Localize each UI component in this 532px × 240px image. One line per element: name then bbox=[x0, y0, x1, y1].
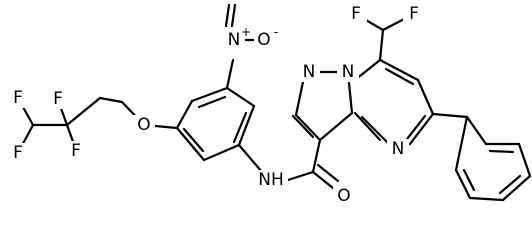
bond-phenyl bbox=[468, 196, 505, 202]
bond-C-O-amide-double bbox=[316, 163, 340, 183]
bond-phenyl-inner bbox=[498, 174, 522, 195]
bridgehead-nitrogen-atom-label: N bbox=[342, 62, 355, 82]
bond-N-O-double bbox=[224, 3, 231, 28]
bond-pyrazole bbox=[318, 111, 354, 142]
bond-C-C bbox=[98, 96, 124, 104]
bond-phenyl bbox=[517, 142, 532, 178]
bond-pyrimidine-inner bbox=[353, 111, 382, 142]
bond-C-N-nitro bbox=[225, 58, 235, 90]
bond-pyrazole bbox=[294, 113, 322, 142]
bond-ring-inner bbox=[232, 111, 248, 144]
bond-pyrazole bbox=[294, 80, 305, 117]
bond-NH-C bbox=[286, 170, 315, 182]
bond-ring bbox=[175, 126, 206, 162]
atom-labels: F F F F O N + O - NH O N N N F F bbox=[7, 4, 425, 206]
bond-pyrimidine bbox=[353, 58, 382, 82]
bond-ring-inner bbox=[197, 95, 227, 109]
fluorine-atom-label: F bbox=[13, 88, 23, 108]
bond-phenyl bbox=[501, 174, 532, 202]
bond-phenyl bbox=[465, 115, 488, 146]
bond-ring bbox=[225, 86, 256, 108]
bond-C-C-ring bbox=[311, 138, 322, 174]
bond-ring-inner bbox=[182, 127, 205, 153]
fluorine-atom-label: F bbox=[13, 143, 23, 163]
bond-C-NH bbox=[237, 143, 264, 174]
fluorine-atom-label: F bbox=[53, 89, 63, 109]
bond-phenyl-inner bbox=[462, 168, 476, 192]
bond-phenyl-inner bbox=[488, 149, 515, 154]
nitro-nitrogen-atom-label: N bbox=[228, 30, 241, 50]
bond-ring bbox=[190, 86, 229, 103]
pyrazole-nitrogen-atom-label: N bbox=[303, 62, 316, 82]
ether-oxygen-atom-label: O bbox=[137, 115, 150, 135]
bond-ring bbox=[237, 104, 256, 147]
bond-ring bbox=[175, 99, 194, 130]
bond-pyrimidine-inner bbox=[384, 67, 415, 86]
amide-oxygen-atom-label: O bbox=[337, 186, 350, 206]
nitro-oxygen-charge: - bbox=[274, 25, 278, 39]
bond-C-CHF2 bbox=[378, 28, 385, 62]
fluorine-atom-label: F bbox=[71, 141, 81, 161]
fluorine-atom-label: F bbox=[351, 4, 361, 24]
nitro-nitrogen-charge: + bbox=[241, 25, 251, 39]
bond-pyrimidine bbox=[408, 112, 435, 146]
pyrimidine-nitrogen-atom-label: N bbox=[392, 139, 405, 159]
bond-phenyl bbox=[454, 115, 469, 172]
nitro-oxygen-atom-label: O bbox=[257, 30, 270, 50]
chemical-structure-diagram: F F F F O N + O - NH O N N N F F bbox=[7, 3, 532, 206]
bond-ring bbox=[202, 143, 241, 162]
bond-phenyl bbox=[454, 168, 472, 200]
bond-pyrimidine bbox=[378, 58, 420, 82]
bonds bbox=[16, 3, 532, 202]
bond-C-C bbox=[65, 96, 102, 127]
bond-pyrimidine bbox=[416, 78, 435, 116]
amide-nitrogen-atom-label: NH bbox=[258, 170, 284, 190]
bond-C-O-amide bbox=[311, 170, 335, 190]
bond-pyrazole bbox=[347, 81, 354, 115]
bond-pyrimidine-inner bbox=[405, 114, 427, 141]
fluorine-atom-label: F bbox=[409, 4, 419, 24]
bond-pyrazole-inner bbox=[291, 114, 315, 139]
bond-N-O-double bbox=[230, 3, 237, 28]
bond-C-phenyl bbox=[431, 112, 469, 119]
